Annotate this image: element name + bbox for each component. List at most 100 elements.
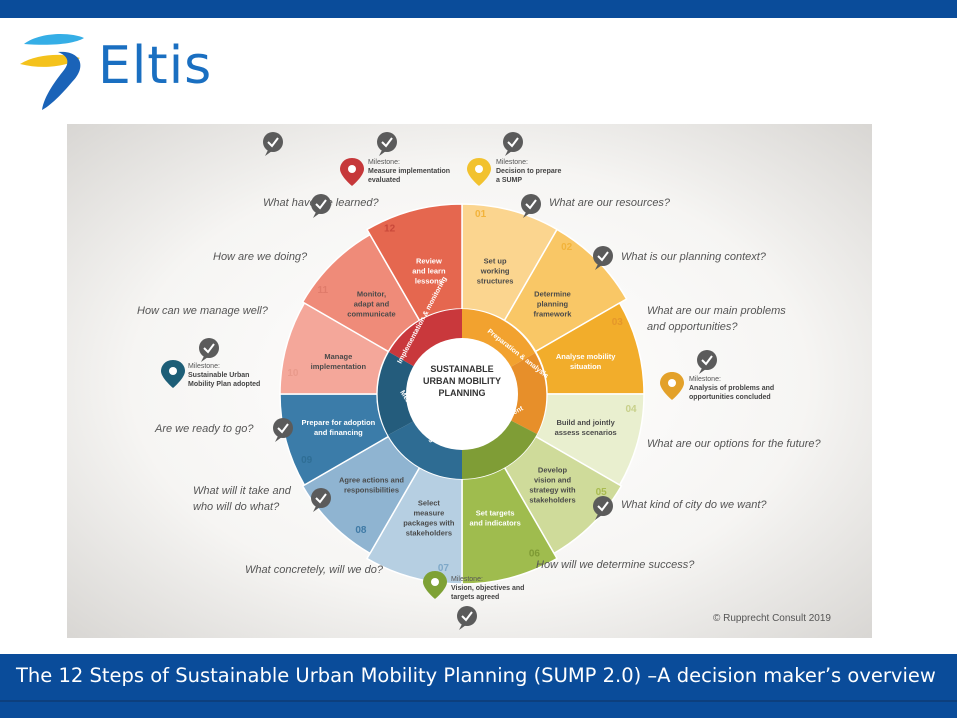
step-segment-12 — [365, 203, 463, 322]
eltis-logo — [18, 30, 238, 114]
phase-measure-arc — [388, 421, 462, 479]
question-02: What is our planning context? — [621, 251, 767, 263]
step-10-label: Manage — [324, 352, 352, 361]
question-01: What are our resources? — [549, 197, 671, 209]
check-bubble-icon — [697, 350, 717, 374]
step-09-label: Prepare for adoption — [301, 418, 375, 427]
step-05-label: Develop — [538, 466, 568, 475]
phase-strategy-arc — [462, 420, 537, 479]
step-04-label: assess scenarios — [555, 428, 617, 437]
step-segment-11 — [301, 233, 421, 353]
check-bubble-icon — [457, 606, 477, 630]
question-08a: What will it take and — [193, 485, 292, 497]
step-12-label: lessons — [415, 276, 443, 285]
logo-text: Eltis — [98, 36, 213, 96]
questions: What are our resources? What is our plan… — [137, 197, 822, 576]
eltis-logo-icon — [20, 34, 84, 110]
copyright: © Rupprecht Consult 2019 — [713, 613, 831, 624]
footer-caption: The 12 Steps of Sustainable Urban Mobili… — [16, 664, 936, 687]
milestone-analysis-l2: opportunities concluded — [689, 394, 771, 401]
step-11-label: communicate — [347, 309, 395, 318]
step-12-label: Review — [416, 256, 442, 265]
step-08-label: Agree actions and — [339, 476, 404, 485]
step-number-09: 09 — [301, 455, 313, 466]
phase-preparation-arc — [462, 309, 535, 368]
step-number-06: 06 — [529, 549, 541, 560]
footer-divider — [0, 700, 957, 702]
question-10: How can we manage well? — [137, 305, 269, 317]
milestone-analysis: Milestone: Analysis of problems and oppo… — [660, 372, 774, 401]
step-number-04: 04 — [626, 404, 638, 415]
check-bubble-icon — [593, 496, 613, 520]
question-06: How will we determine success? — [536, 559, 695, 571]
question-08b: who will do what? — [193, 501, 280, 513]
step-12-label: and learn — [412, 266, 446, 275]
center-line3: PLANNING — [439, 388, 486, 398]
check-bubble-icon — [199, 338, 219, 362]
step-number-02: 02 — [561, 242, 573, 253]
milestone-evaluated: Milestone: Measure implementation evalua… — [340, 158, 450, 186]
top-bar — [0, 0, 957, 18]
milestone-vision-l1: Vision, objectives and — [451, 585, 524, 592]
step-segment-01 — [461, 203, 559, 322]
step-07-label: Select — [418, 499, 441, 508]
step-05-label: strategy with — [529, 486, 576, 495]
milestone-adopted: Milestone: Sustainable Urban Mobility Pl… — [161, 360, 260, 388]
step-number-01: 01 — [475, 209, 487, 220]
step-number-10: 10 — [287, 368, 299, 379]
step-number-08: 08 — [355, 525, 367, 536]
milestone-adopted-l1: Sustainable Urban — [188, 372, 249, 379]
step-number-03: 03 — [612, 317, 624, 328]
step-05-label: stakeholders — [529, 496, 575, 505]
step-04-label: Build and jointly — [556, 418, 615, 427]
check-bubble-icon — [521, 194, 541, 218]
step-segment-10 — [279, 301, 390, 395]
step-segment-04 — [534, 393, 645, 487]
check-bubble-icon — [311, 194, 331, 218]
question-03b: and opportunities? — [647, 321, 738, 333]
step-segments — [279, 203, 645, 585]
step-01-label: structures — [477, 276, 514, 285]
sump-cycle-diagram: SUSTAINABLE URBAN MOBILITY PLANNING Prep… — [67, 124, 872, 638]
check-bubble-icon — [377, 132, 397, 156]
milestone-vision-label: Milestone: — [451, 576, 483, 583]
question-09: Are we ready to go? — [154, 423, 254, 435]
milestone-adopted-label: Milestone: — [188, 363, 220, 370]
milestone-decision-l1: Decision to prepare — [496, 168, 561, 175]
question-11: How are we doing? — [213, 251, 308, 263]
step-09-label: and financing — [314, 428, 363, 437]
phase-measure-arc-2 — [377, 352, 415, 435]
milestone-evaluated-l1: Measure implementation — [368, 168, 450, 175]
check-bubble-icon — [503, 132, 523, 156]
center-line1: SUSTAINABLE — [430, 364, 493, 374]
step-02-label: framework — [534, 309, 573, 318]
milestone-analysis-label: Milestone: — [689, 376, 721, 383]
step-03-label: situation — [570, 362, 602, 371]
step-07-label: stakeholders — [406, 529, 452, 538]
step-number-07: 07 — [438, 563, 450, 574]
step-number-05: 05 — [596, 487, 608, 498]
step-07-label: packages with — [403, 519, 455, 528]
milestone-evaluated-label: Milestone: — [368, 159, 400, 166]
step-08-label: responsibilities — [344, 486, 399, 495]
step-segment-03 — [534, 301, 645, 395]
milestone-evaluated-l2: evaluated — [368, 177, 400, 184]
step-06-label: and indicators — [469, 519, 520, 528]
step-labels: Set upworkingstructures01Determineplanni… — [287, 209, 637, 574]
step-02-label: Determine — [534, 289, 571, 298]
step-11-label: Monitor, — [357, 289, 386, 298]
phase-preparation-arc-2 — [509, 353, 547, 434]
phase-implementation-arc — [389, 309, 462, 367]
check-bubble-icon — [273, 418, 293, 442]
check-bubble-icon — [311, 488, 331, 512]
step-07-label: measure — [413, 509, 444, 518]
milestone-decision-l2: a SUMP — [496, 177, 522, 184]
question-04: What are our options for the future? — [647, 438, 822, 450]
check-icons — [199, 132, 717, 630]
step-01-label: working — [480, 266, 510, 275]
milestone-vision: Milestone: Vision, objectives and target… — [423, 571, 524, 601]
milestone-adopted-l2: Mobility Plan adopted — [188, 381, 260, 388]
step-segment-09 — [279, 393, 390, 487]
milestone-analysis-l1: Analysis of problems and — [689, 385, 774, 392]
step-11-label: adapt and — [354, 299, 390, 308]
